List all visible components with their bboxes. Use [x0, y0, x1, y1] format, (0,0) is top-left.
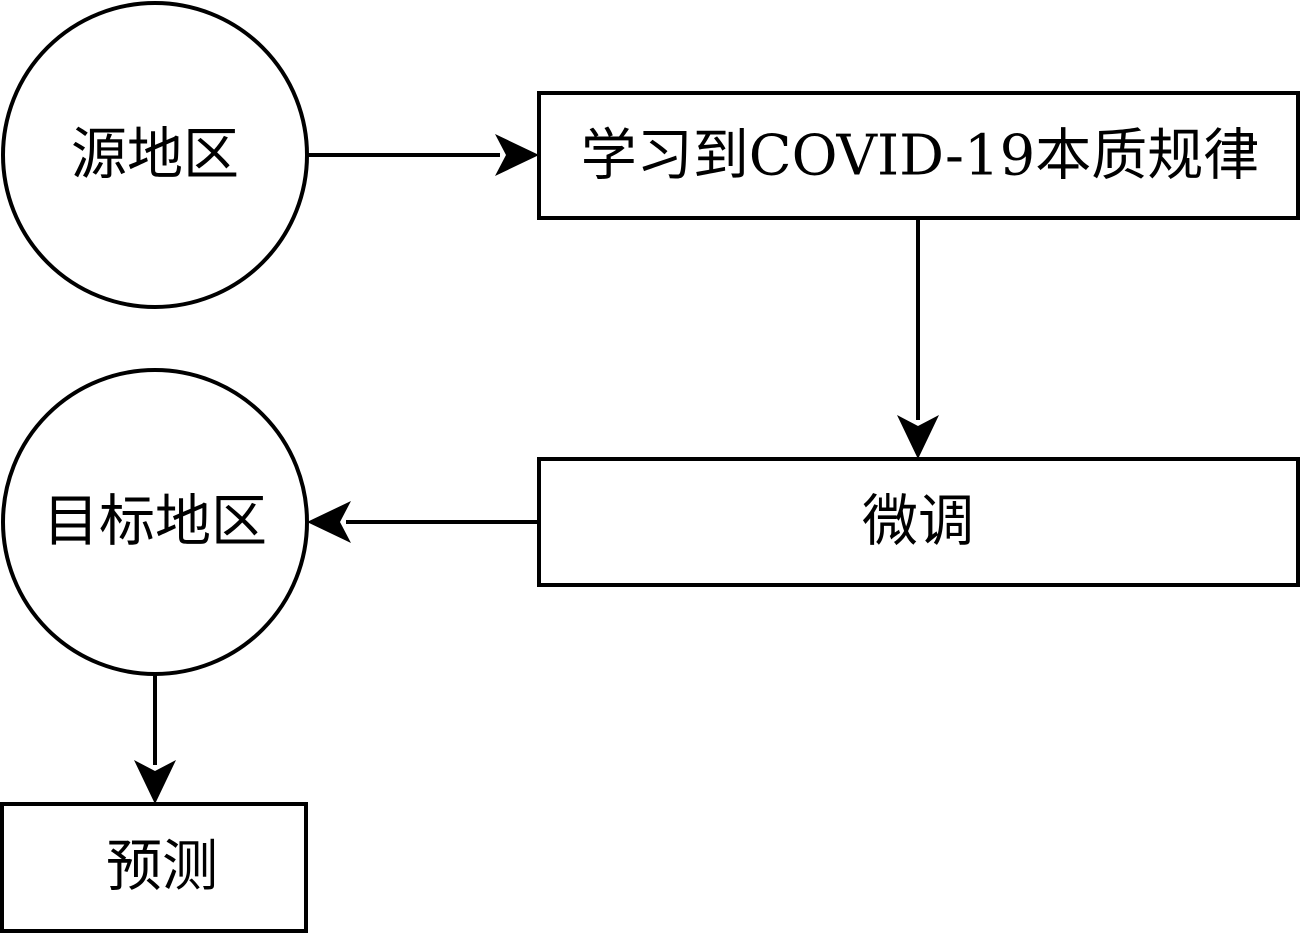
fine-tune-label: 微调	[862, 490, 974, 555]
predict-label: 预测	[106, 835, 218, 900]
edge-target-to-predict	[134, 674, 176, 804]
fine-tune-node: 微调	[537, 457, 1300, 587]
target-region-label: 目标地区	[43, 490, 267, 555]
edge-finetune-to-target	[307, 501, 539, 543]
arrowhead-right-icon	[495, 134, 539, 176]
learn-rules-label: 学习到COVID-19本质规律	[581, 124, 1259, 189]
edge-learn-to-finetune	[897, 218, 939, 459]
target-region-node: 目标地区	[1, 368, 309, 676]
arrowhead-down-icon	[134, 760, 176, 804]
arrowhead-left-icon	[307, 501, 351, 543]
arrowhead-down-icon	[897, 415, 939, 459]
edge-source-to-learn	[307, 134, 539, 176]
source-region-node: 源地区	[1, 1, 309, 309]
predict-node: 预测	[0, 802, 308, 933]
source-region-label: 源地区	[71, 123, 239, 188]
learn-rules-node: 学习到COVID-19本质规律	[537, 91, 1300, 220]
